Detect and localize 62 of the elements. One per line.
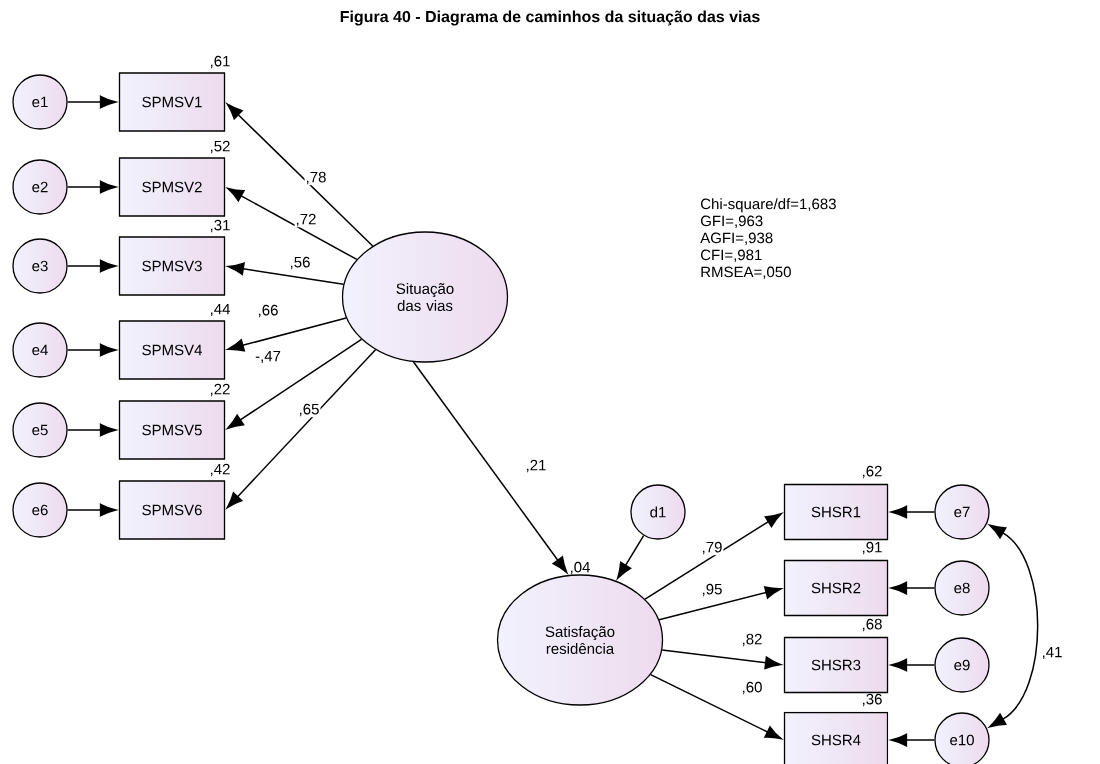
path-arrow xyxy=(66,423,117,437)
path-arrow xyxy=(658,586,782,621)
fit-statistic: AGFI=,938 xyxy=(700,232,773,245)
indicator-box: SPMSV1 xyxy=(118,72,226,132)
indicator-box: SPMSV3 xyxy=(118,236,226,296)
path-arrow xyxy=(66,180,117,194)
edge-label: ,78 xyxy=(306,171,326,185)
r-squared-value: ,44 xyxy=(210,303,230,317)
edge-label: ,56 xyxy=(290,256,310,270)
path-arrow xyxy=(66,503,117,517)
fit-statistic: CFI=,981 xyxy=(701,249,762,262)
r-squared-value: ,22 xyxy=(210,383,230,397)
edge-label: -,47 xyxy=(255,350,281,364)
path-arrow xyxy=(412,361,568,574)
path-arrow xyxy=(226,349,377,509)
path-arrow xyxy=(227,187,358,261)
path-arrow xyxy=(66,259,117,273)
fit-statistic: Chi-square/df=1,683 xyxy=(701,198,836,213)
path-arrow xyxy=(890,581,936,595)
r-squared-value: ,68 xyxy=(862,618,882,632)
path-arrow xyxy=(227,262,345,286)
indicator-box: SPMSV6 xyxy=(118,480,226,540)
title: Figura 40 - Diagrama de caminhos da situação das vias xyxy=(340,10,760,26)
edge-label: ,72 xyxy=(296,213,316,227)
indicator-box: SHSR3 xyxy=(783,636,889,694)
path-arrow xyxy=(890,733,936,747)
covariance-arrow xyxy=(989,524,1039,728)
indicator-box: SHSR1 xyxy=(783,483,889,541)
edge-label: ,65 xyxy=(299,403,319,417)
path-arrow xyxy=(227,317,347,352)
edge-label: ,95 xyxy=(702,583,722,597)
r-squared-value: ,04 xyxy=(570,561,590,575)
fit-statistic: GFI=,963 xyxy=(700,215,763,228)
path-arrow xyxy=(226,103,374,247)
path-arrow xyxy=(66,343,117,357)
path-arrow xyxy=(616,534,645,579)
indicator-box: SHSR2 xyxy=(783,559,889,617)
r-squared-value: ,62 xyxy=(862,465,882,479)
indicator-box: SHSR4 xyxy=(783,711,889,764)
indicator-box: SPMSV2 xyxy=(118,157,226,217)
r-squared-value: ,52 xyxy=(210,140,230,154)
path-arrow xyxy=(890,658,936,672)
path-arrow xyxy=(649,673,782,740)
edge-label: ,79 xyxy=(702,541,722,555)
path-arrow xyxy=(890,505,936,519)
edge-label: ,66 xyxy=(258,304,278,318)
r-squared-value: ,61 xyxy=(210,55,230,69)
path-arrow xyxy=(644,512,782,600)
edge-label: ,82 xyxy=(742,633,762,647)
indicator-box: SPMSV4 xyxy=(118,320,226,380)
r-squared-value: ,36 xyxy=(862,693,882,707)
path-arrow xyxy=(227,338,363,429)
fit-statistic: RMSEA=,050 xyxy=(701,266,791,279)
edge-label: ,41 xyxy=(1042,646,1062,660)
edge-label: ,60 xyxy=(742,681,762,695)
r-squared-value: ,42 xyxy=(210,463,230,477)
r-squared-value: ,31 xyxy=(210,219,230,233)
edge-label: ,21 xyxy=(526,459,546,473)
r-squared-value: ,91 xyxy=(862,541,882,555)
indicator-box: SPMSV5 xyxy=(118,400,226,460)
path-arrow xyxy=(661,649,782,670)
path-arrow xyxy=(66,95,117,109)
